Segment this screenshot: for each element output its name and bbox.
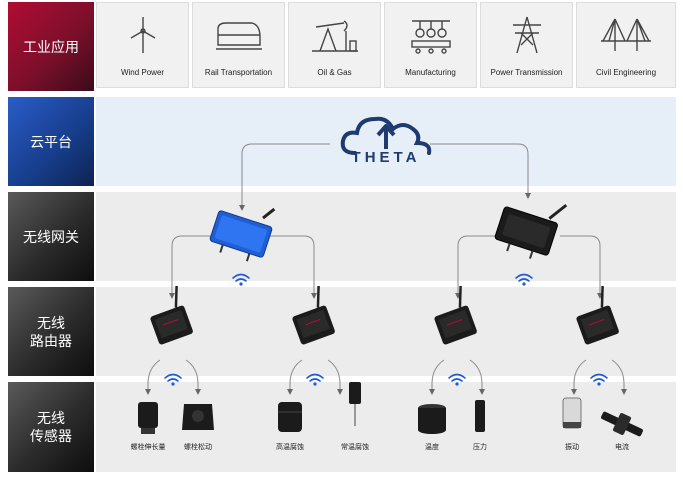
cloud-upload-icon: [340, 116, 432, 155]
sensor-label: 螺栓伸长量: [130, 444, 166, 451]
cloud-brand-text: THETA: [351, 149, 421, 166]
factory-robot-icon: [410, 20, 451, 54]
router-device-2: [292, 285, 335, 345]
link-router3-sensor-6: [469, 359, 485, 395]
link-router4-sensor-8: [611, 359, 627, 395]
industry-wind-power: Wind Power: [96, 2, 189, 88]
industry-label: Civil Engineering: [595, 68, 657, 77]
sidebar-label: 云平台: [30, 133, 72, 150]
wifi-icon: [590, 373, 608, 386]
sidebar-label: 工业应用: [23, 38, 79, 55]
link-router2-sensor-3: [287, 359, 303, 395]
sidebar-wireless-router: 无线 路由器: [8, 287, 94, 376]
sensor-vibration: [562, 397, 582, 429]
power-tower-icon: [512, 16, 541, 54]
sensor-pressure: [475, 400, 485, 432]
link-cloud-gateway-1: [239, 143, 330, 211]
link-router1-sensor-2: [185, 359, 201, 395]
bridge-icon: [601, 18, 651, 51]
industry-power-transmission: Power Transmission: [480, 2, 573, 88]
wifi-icon: [232, 273, 250, 286]
link-gw2-router-4: [560, 235, 603, 299]
industry-label: Oil & Gas: [317, 68, 352, 77]
wifi-icon: [448, 373, 466, 386]
oil-pump-icon: [311, 20, 358, 52]
link-router1-sensor-1: [145, 359, 161, 395]
industry-label: Power Transmission: [490, 68, 563, 77]
sidebar-label: 无线 传感器: [30, 410, 72, 444]
sensor-label: 压力: [473, 444, 487, 451]
sensor-label: 常温腐蚀: [341, 444, 369, 451]
link-gw1-router-2: [270, 235, 317, 299]
link-router2-sensor-4: [327, 359, 343, 395]
sensor-normal-temp-corrosion: [349, 382, 361, 426]
industry-label: Wind Power: [120, 68, 165, 77]
link-gw2-router-3: [455, 235, 496, 299]
train-icon: [215, 22, 262, 50]
sensor-label: 电流: [615, 444, 629, 451]
sidebar-label: 无线 路由器: [30, 314, 72, 349]
link-router4-sensor-7: [571, 359, 587, 395]
gateway-device-blue: [209, 207, 276, 262]
router-device-3: [434, 285, 477, 345]
wind-turbine-icon: [130, 17, 155, 53]
industry-rail: Rail Transportation: [192, 2, 285, 88]
sidebar-label: 无线网关: [23, 228, 79, 245]
link-router3-sensor-5: [429, 359, 445, 395]
sensor-bolt-loosening: [182, 404, 214, 430]
sensor-high-temp-corrosion: [278, 402, 302, 432]
sensor-bolt-elongation: [138, 402, 158, 434]
sensor-label: 螺栓松动: [184, 444, 212, 451]
gateway-device-black: [494, 203, 568, 259]
industry-label: Manufacturing: [405, 68, 456, 77]
industry-label: Rail Transportation: [204, 68, 273, 77]
wifi-icon: [515, 273, 533, 286]
link-gw1-router-1: [169, 235, 212, 299]
industry-oil-gas: Oil & Gas: [288, 2, 381, 88]
sensor-label: 振动: [565, 444, 579, 451]
sensor-temperature: [418, 404, 446, 434]
router-device-1: [150, 285, 193, 345]
sidebar-wireless-sensor: 无线 传感器: [8, 382, 94, 472]
link-cloud-gateway-2: [430, 143, 531, 199]
wifi-icon: [306, 373, 324, 386]
sidebar-cloud-platform: 云平台: [8, 97, 94, 186]
sensor-label: 温度: [425, 444, 439, 451]
industry-manufacturing: Manufacturing: [384, 2, 477, 88]
industry-civil-engineering: Civil Engineering: [576, 2, 676, 88]
sensor-current: [601, 411, 643, 437]
router-device-4: [576, 285, 619, 345]
sidebar-industrial-apps: 工业应用: [8, 2, 94, 91]
wifi-icon: [164, 373, 182, 386]
sidebar-wireless-gateway: 无线网关: [8, 192, 94, 281]
sensor-label: 高温腐蚀: [276, 444, 304, 451]
